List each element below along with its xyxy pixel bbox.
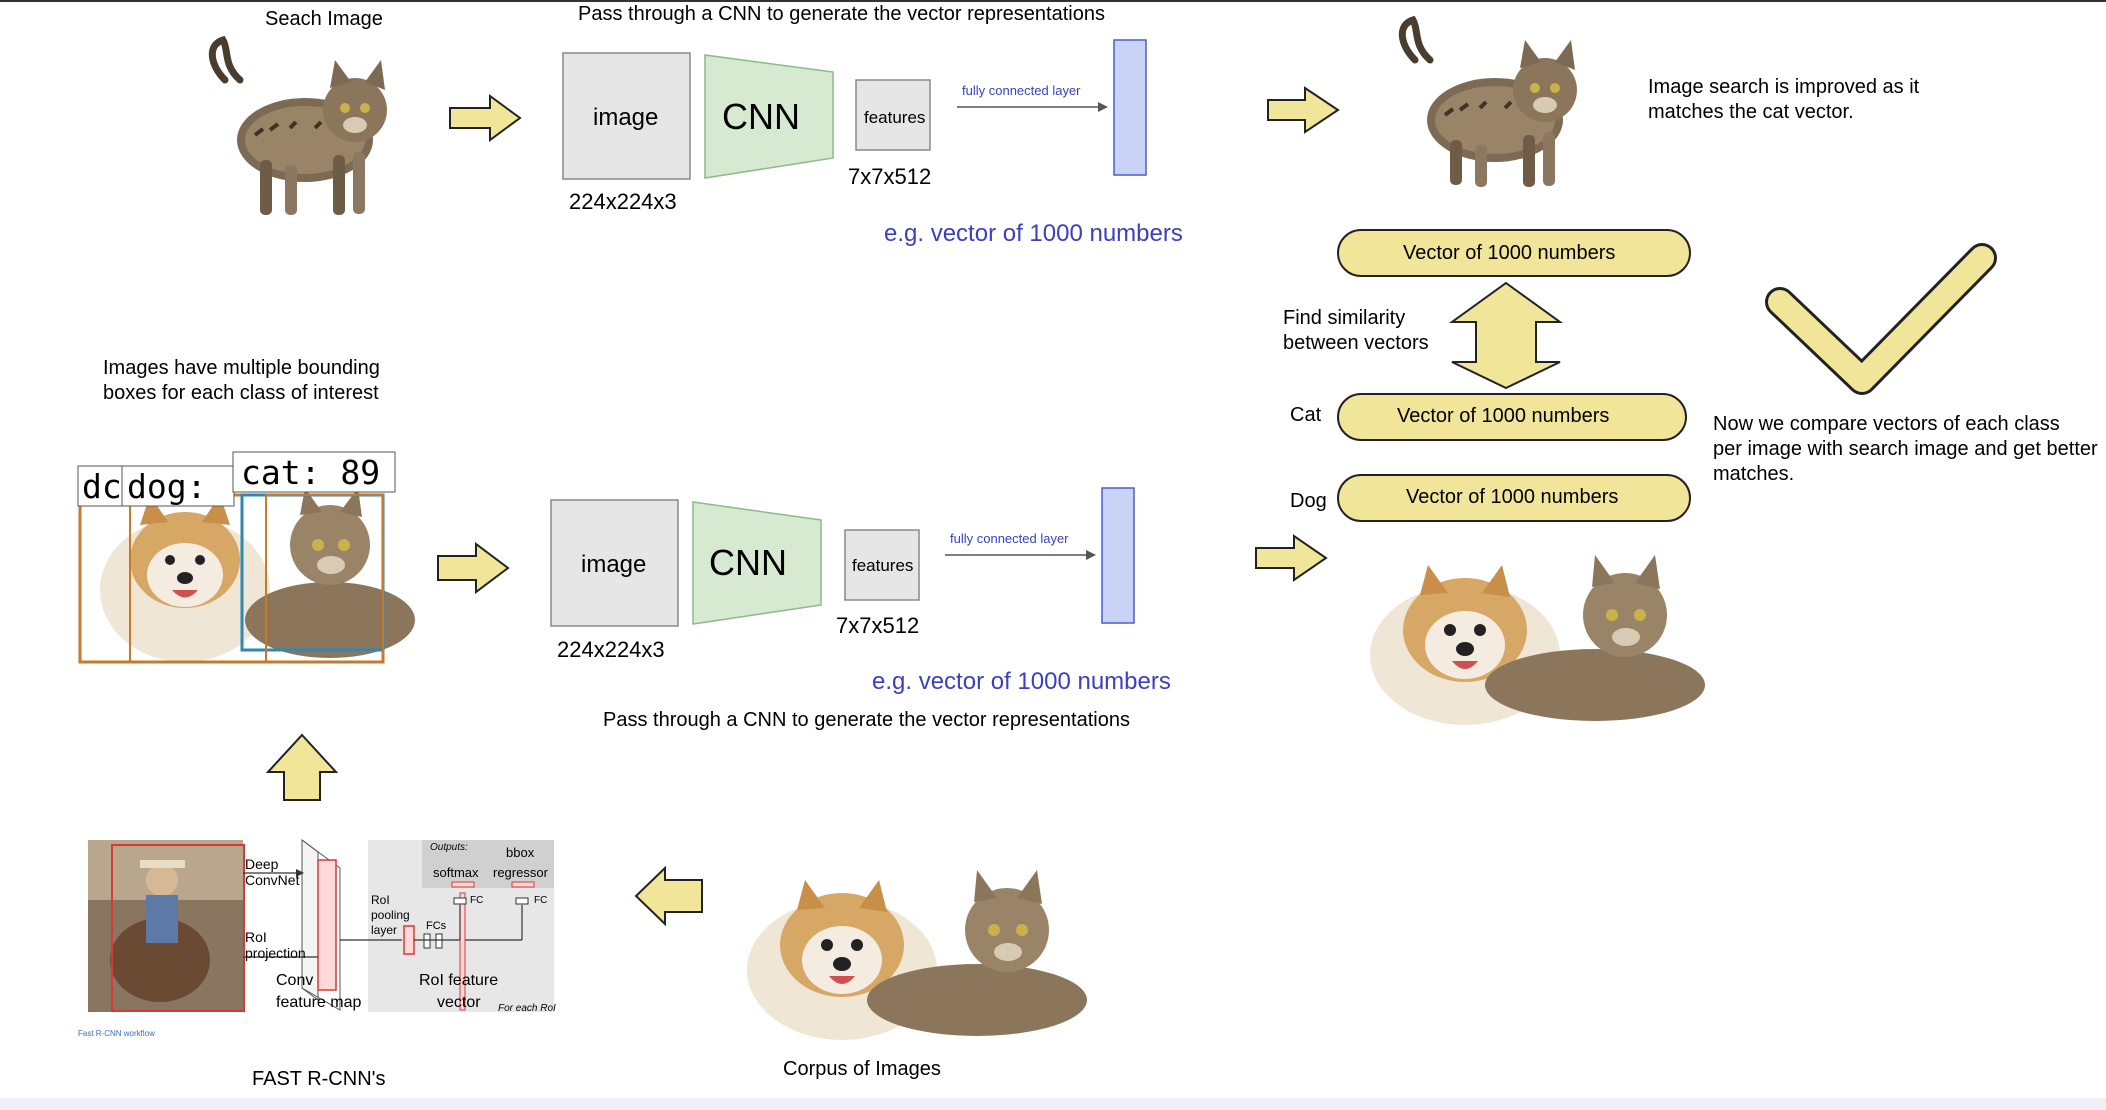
search-image-label: Seach Image <box>265 8 383 30</box>
rcnn-bbox-line1: bbox <box>506 845 535 860</box>
fc-label-mid: fully connected layer <box>950 531 1069 546</box>
rcnn-workflow-note: Fast R-CNN workflow <box>78 1029 155 1038</box>
corpus-caption: Corpus of Images <box>783 1058 941 1080</box>
bbox-caption-line2: boxes for each class of interest <box>103 382 379 404</box>
rcnn-roi-pooling-line3: layer <box>371 923 398 937</box>
features-label-top: features <box>864 108 926 127</box>
cat-label: Cat <box>1290 404 1322 426</box>
query-vector-text: Vector of 1000 numbers <box>1403 242 1616 264</box>
double-arrow-icon <box>1448 281 1564 390</box>
features-box-top <box>855 79 931 151</box>
similarity-label-line1: Find similarity <box>1283 307 1406 329</box>
rcnn-caption: FAST R-CNN's <box>252 1068 386 1090</box>
query-vector-pill <box>1337 229 1691 277</box>
vector-note-top: e.g. vector of 1000 numbers <box>884 220 1183 247</box>
cnn-label-mid: CNN <box>709 542 787 583</box>
fc-label-top: fully connected layer <box>962 83 1081 98</box>
left-arrow-icon <box>634 865 703 927</box>
image-label-mid: image <box>581 551 647 578</box>
mid-pipeline-title: Pass through a CNN to generate the vecto… <box>603 709 1130 731</box>
rcnn-roi-projection-line1: RoI <box>245 929 267 945</box>
image-size-top: 224x224x3 <box>569 189 677 214</box>
fc-bar-top <box>1113 39 1147 176</box>
cnn-label-top: CNN <box>722 96 800 137</box>
cat-vector-pill <box>1337 393 1687 441</box>
tag-dog: dog: <box>127 467 207 506</box>
dog-vector-text: Vector of 1000 numbers <box>1406 486 1619 508</box>
cat-vector-text: Vector of 1000 numbers <box>1397 405 1610 427</box>
similarity-label-line2: between vectors <box>1283 332 1429 354</box>
rcnn-roi-pooling-line2: pooling <box>371 908 410 922</box>
right-arrow-icon <box>449 94 522 142</box>
vector-note-mid: e.g. vector of 1000 numbers <box>872 668 1171 695</box>
bbox-image <box>77 451 415 665</box>
image-box-top <box>562 52 691 180</box>
features-label-mid: features <box>852 556 914 575</box>
rcnn-roi-feature-line1: RoI feature <box>419 972 499 989</box>
rcnn-roi-projection-line2: projection <box>245 945 306 961</box>
rcnn-deep-convnet-line2: ConvNet <box>245 872 300 888</box>
tag-dog-partial: dc <box>82 467 122 506</box>
result-text-line2: matches the cat vector. <box>1648 101 1854 123</box>
rcnn-conv-line2: feature map <box>276 994 362 1011</box>
feature-size-mid: 7x7x512 <box>836 613 920 638</box>
rcnn-fc-left: FC <box>470 895 484 906</box>
bbox-caption-line1: Images have multiple bounding <box>103 357 380 379</box>
cat-illustration-result <box>1398 15 1577 187</box>
cnn-trapezoid-top <box>704 54 834 179</box>
image-label-top: image <box>593 104 659 131</box>
compare-text-line1: Now we compare vectors of each class <box>1713 413 2060 435</box>
right-arrow-icon <box>437 542 510 594</box>
image-box-mid <box>550 499 679 627</box>
cnn-trapezoid-mid <box>692 501 822 625</box>
dog-label: Dog <box>1290 490 1327 512</box>
rcnn-outputs: Outputs: <box>430 842 468 853</box>
right-arrow-icon <box>1255 534 1328 582</box>
corpus-image <box>747 870 1087 1040</box>
checkmark-icon <box>1765 243 1997 395</box>
result-text-line1: Image search is improved as it <box>1648 76 1920 98</box>
up-arrow-icon <box>265 733 339 801</box>
rcnn-bbox-line2: regressor <box>493 865 548 880</box>
rcnn-for-each-roi: For each RoI <box>498 1003 556 1014</box>
image-size-mid: 224x224x3 <box>557 637 665 662</box>
rcnn-roi-feature-line2: vector <box>437 994 481 1011</box>
fc-bar-mid <box>1101 487 1135 624</box>
tag-cat: cat: 89 <box>241 453 381 492</box>
rcnn-softmax: softmax <box>433 865 479 880</box>
rcnn-conv-line1: Conv <box>276 972 314 989</box>
bottom-band <box>0 1098 2106 1110</box>
rcnn-fcs: FCs <box>426 920 447 932</box>
features-box-mid <box>844 529 920 601</box>
feature-size-top: 7x7x512 <box>848 164 932 189</box>
dog-vector-pill <box>1337 474 1691 522</box>
top-pipeline-title: Pass through a CNN to generate the vecto… <box>578 3 1105 25</box>
rcnn-deep-convnet-line1: Deep <box>245 856 279 872</box>
rcnn-fc-right: FC <box>534 895 548 906</box>
cat-illustration-top <box>208 35 387 215</box>
compare-text-line2: per image with search image and get bett… <box>1713 438 2098 460</box>
top-border <box>0 0 2106 2</box>
fast-rcnn-diagram <box>88 839 554 1012</box>
right-arrow-icon <box>1267 86 1340 134</box>
compare-text-line3: matches. <box>1713 463 1795 485</box>
dog-cat-result-image <box>1370 555 1705 725</box>
rcnn-roi-pooling-line1: RoI <box>371 893 390 907</box>
